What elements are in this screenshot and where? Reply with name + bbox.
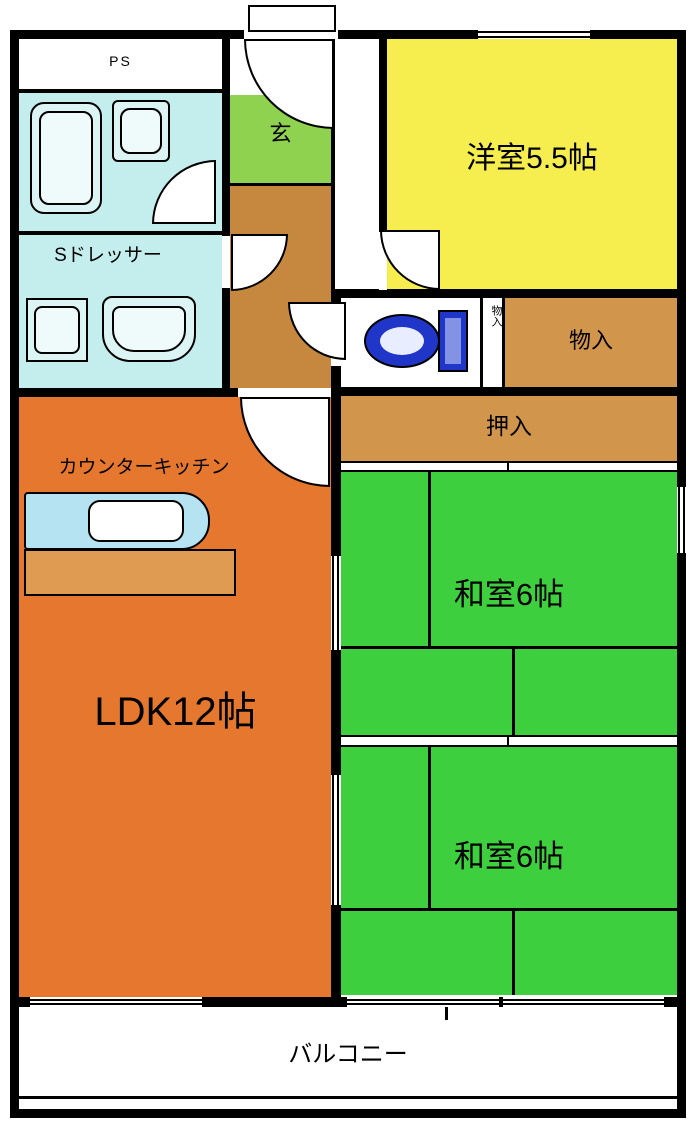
tatami-line xyxy=(341,646,677,649)
balcony-divider xyxy=(445,1007,448,1020)
room-ps xyxy=(19,39,222,89)
sliding-door xyxy=(331,775,341,905)
room-storage xyxy=(505,298,677,387)
fusuma-line xyxy=(341,745,677,747)
window-line xyxy=(347,1003,499,1005)
wall xyxy=(19,388,238,397)
label-storage: 物入 xyxy=(568,328,613,353)
sliding-door-line xyxy=(332,775,334,905)
fusuma-line xyxy=(341,461,677,463)
wall xyxy=(331,39,335,291)
label-oshiire: 押入 xyxy=(486,413,532,439)
room-oshiire xyxy=(341,396,677,461)
label-kitchen: カウンターキッチン xyxy=(58,457,230,478)
wall xyxy=(19,231,222,235)
wall xyxy=(502,298,505,387)
tatami-line xyxy=(512,908,515,995)
fusuma-line xyxy=(341,470,677,472)
sliding-door-line xyxy=(332,556,334,650)
room-small-closet xyxy=(483,298,502,387)
label-genkan: 玄 xyxy=(269,121,292,146)
sliding-door-line xyxy=(337,556,339,650)
wall xyxy=(19,89,222,93)
window-line xyxy=(503,999,664,1001)
washing-machine-inner xyxy=(34,306,80,354)
sliding-door-line xyxy=(337,775,339,905)
wall xyxy=(331,387,677,396)
outer-wall xyxy=(10,30,686,1118)
label-storage-small: 物入 xyxy=(490,305,502,327)
bathtub-inner xyxy=(39,111,93,205)
dresser-sink-inner xyxy=(112,306,186,352)
label-ps: PS xyxy=(109,53,132,69)
washbasin-icon xyxy=(112,100,170,162)
tatami-line xyxy=(341,908,677,911)
fusuma-tick xyxy=(507,461,509,472)
window-line xyxy=(347,999,499,1001)
window-line xyxy=(503,1003,664,1005)
sliding-window xyxy=(347,997,499,1007)
window xyxy=(677,487,686,553)
balcony-rail-line xyxy=(19,1096,677,1099)
fusuma-tick xyxy=(507,735,509,747)
toilet-bowl-inner xyxy=(380,327,424,355)
window-line xyxy=(683,487,685,553)
window-line xyxy=(478,31,590,33)
tatami-line xyxy=(428,747,431,911)
room-washitsu1 xyxy=(341,472,677,735)
tatami-line xyxy=(428,472,431,649)
doorway-opening xyxy=(222,236,230,288)
balcony xyxy=(19,1007,677,1109)
front-door-leaf xyxy=(248,5,336,32)
toilet-tank-inner xyxy=(445,318,461,364)
window xyxy=(478,30,590,39)
wall xyxy=(379,39,387,292)
kitchen-counter-base xyxy=(24,549,236,596)
window-line xyxy=(30,1003,202,1005)
corridor-strip xyxy=(335,39,379,289)
label-washitsu2: 和室6帖 xyxy=(453,839,565,874)
label-ldk: LDK12帖 xyxy=(94,690,257,734)
sliding-window xyxy=(503,997,664,1007)
label-washitsu1: 和室6帖 xyxy=(453,577,565,612)
doorway-opening xyxy=(238,388,332,397)
window-line xyxy=(678,487,680,553)
wall xyxy=(222,39,230,397)
doorway-opening xyxy=(379,232,387,290)
window-line xyxy=(30,999,202,1001)
label-dresser: Sドレッサー xyxy=(54,245,162,266)
sliding-window xyxy=(30,997,202,1007)
tatami-line xyxy=(512,646,515,735)
genkan-step-line xyxy=(230,183,331,186)
toilet-bowl-icon xyxy=(364,314,440,368)
washing-machine-icon xyxy=(26,298,88,362)
kitchen-sink-icon xyxy=(88,500,184,542)
room-washitsu2 xyxy=(341,747,677,995)
wall xyxy=(331,289,677,298)
label-balcony: バルコニー xyxy=(288,1041,408,1068)
dresser-sink-icon xyxy=(102,296,196,362)
front-door-opening xyxy=(244,30,338,39)
door-arc-dresser xyxy=(231,234,288,291)
wall xyxy=(480,298,483,387)
sliding-door xyxy=(331,556,341,650)
washbasin-inner xyxy=(120,108,162,154)
label-western: 洋室5.5帖 xyxy=(466,142,598,175)
window-line xyxy=(478,36,590,38)
fusuma-line xyxy=(341,735,677,737)
toilet-tank-icon xyxy=(438,310,468,372)
bathtub-icon xyxy=(30,102,102,214)
